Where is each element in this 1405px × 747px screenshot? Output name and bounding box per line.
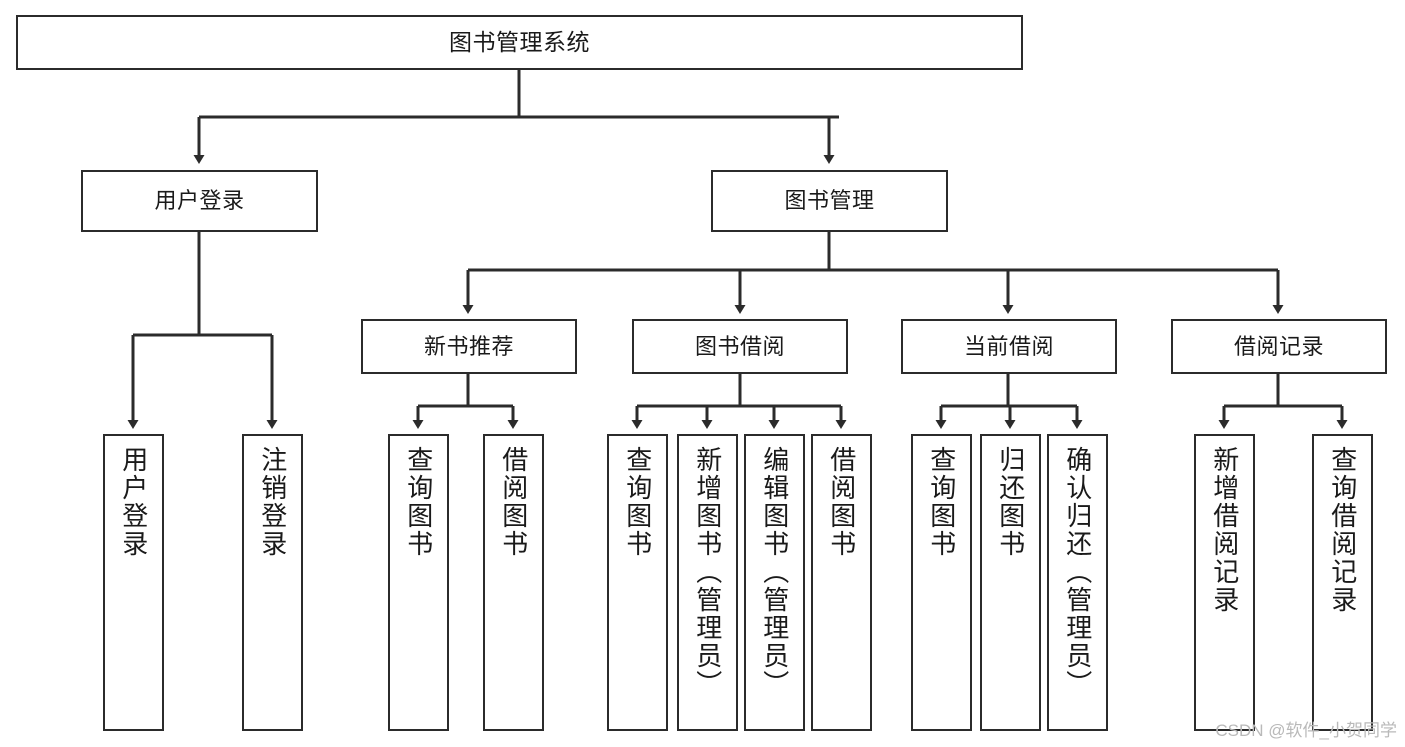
- node-current-borrow[interactable]: 当前借阅: [901, 319, 1117, 374]
- leaf-query-record-label: 查询借阅记录: [1327, 446, 1358, 614]
- leaf-query-book-2-label: 查询图书: [622, 446, 653, 558]
- leaf-add-record-label: 新增借阅记录: [1209, 446, 1240, 614]
- leaf-add-book[interactable]: 新增图书（管理员）: [677, 434, 738, 731]
- node-user-login-label: 用户登录: [154, 188, 245, 214]
- leaf-query-book-1[interactable]: 查询图书: [388, 434, 449, 731]
- csdn-watermark: CSDN @软件_小贺同学: [1215, 721, 1397, 740]
- node-root[interactable]: 图书管理系统: [16, 15, 1023, 70]
- leaf-borrow-book-1[interactable]: 借阅图书: [483, 434, 544, 731]
- leaf-query-book-2[interactable]: 查询图书: [607, 434, 668, 731]
- leaf-confirm-return[interactable]: 确认归还（管理员）: [1047, 434, 1108, 731]
- leaf-add-book-label: 新增图书（管理员）: [692, 446, 723, 698]
- leaf-logout[interactable]: 注销登录: [242, 434, 303, 731]
- leaf-return-book-label: 归还图书: [995, 446, 1026, 558]
- node-root-label: 图书管理系统: [449, 28, 590, 55]
- node-book-manage-label: 图书管理: [784, 188, 875, 214]
- leaf-user-login-label: 用户登录: [118, 446, 149, 558]
- leaf-user-login[interactable]: 用户登录: [103, 434, 164, 731]
- leaf-query-book-3-label: 查询图书: [926, 446, 957, 558]
- leaf-borrow-book-1-label: 借阅图书: [498, 446, 529, 558]
- leaf-logout-label: 注销登录: [257, 446, 288, 558]
- node-borrow-record-label: 借阅记录: [1233, 333, 1324, 359]
- leaf-query-record[interactable]: 查询借阅记录: [1312, 434, 1373, 731]
- node-book-borrow-label: 图书借阅: [694, 333, 785, 359]
- node-user-login[interactable]: 用户登录: [81, 170, 318, 232]
- node-borrow-record[interactable]: 借阅记录: [1171, 319, 1387, 374]
- leaf-edit-book-label: 编辑图书（管理员）: [759, 446, 790, 698]
- leaf-query-book-1-label: 查询图书: [403, 446, 434, 558]
- node-new-book-rec[interactable]: 新书推荐: [361, 319, 577, 374]
- leaf-edit-book[interactable]: 编辑图书（管理员）: [744, 434, 805, 731]
- leaf-borrow-book-2[interactable]: 借阅图书: [811, 434, 872, 731]
- node-current-borrow-label: 当前借阅: [963, 333, 1054, 359]
- node-book-manage[interactable]: 图书管理: [711, 170, 948, 232]
- leaf-borrow-book-2-label: 借阅图书: [826, 446, 857, 558]
- node-book-borrow[interactable]: 图书借阅: [632, 319, 848, 374]
- leaf-confirm-return-label: 确认归还（管理员）: [1062, 446, 1093, 698]
- node-new-book-rec-label: 新书推荐: [423, 333, 514, 359]
- leaf-return-book[interactable]: 归还图书: [980, 434, 1041, 731]
- leaf-add-record[interactable]: 新增借阅记录: [1194, 434, 1255, 731]
- leaf-query-book-3[interactable]: 查询图书: [911, 434, 972, 731]
